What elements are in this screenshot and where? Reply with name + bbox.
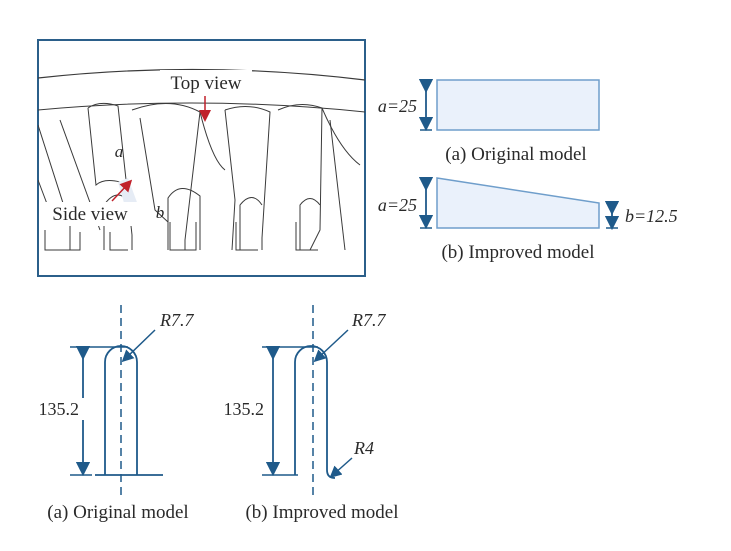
top-view-label-box [160,70,252,94]
improved-slot-caption: (b) Improved model [245,502,398,523]
top-view-label: Top view [171,73,242,94]
original-slot-caption: (a) Original model [47,502,188,523]
original-section: a=25 (a) Original model [378,78,600,165]
edge-a-label: a [115,142,124,161]
side-view-label-box [40,202,140,226]
improved-section: a=25 b=12.5 (b) Improved model [378,176,678,263]
original-slot-length-label: 135.2 [39,399,80,419]
original-slot: 135.2 R7.7 (a) Original model [39,305,194,523]
improved-height-label: a=25 [378,195,417,215]
side-view-label: Side view [52,204,128,225]
improved-section-trapezoid [436,177,600,229]
original-section-caption: (a) Original model [445,144,586,165]
improved-slot-radius-label: R7.7 [351,310,386,330]
improved-slot-bottom-radius-label: R4 [353,438,374,458]
improved-slot-length-label: 135.2 [224,399,265,419]
improved-slot: 135.2 R7.7 R4 (b) Improved model [210,305,399,523]
render-panel: Top view a b Side view [37,39,366,277]
side-view-arrow [111,179,133,202]
original-slot-outline [104,345,138,475]
original-height-label: a=25 [378,96,417,116]
improved-end-label: b=12.5 [625,206,678,226]
edge-b-label: b [156,203,165,222]
improved-slot-bottom-radius-leader [329,457,353,478]
improved-slot-radius-leader [313,329,349,363]
original-slot-radius-leader [121,329,156,363]
improved-section-caption: (b) Improved model [441,242,594,263]
original-slot-radius-label: R7.7 [159,310,194,330]
improved-slot-outline [294,345,336,479]
original-section-rect [436,79,600,131]
